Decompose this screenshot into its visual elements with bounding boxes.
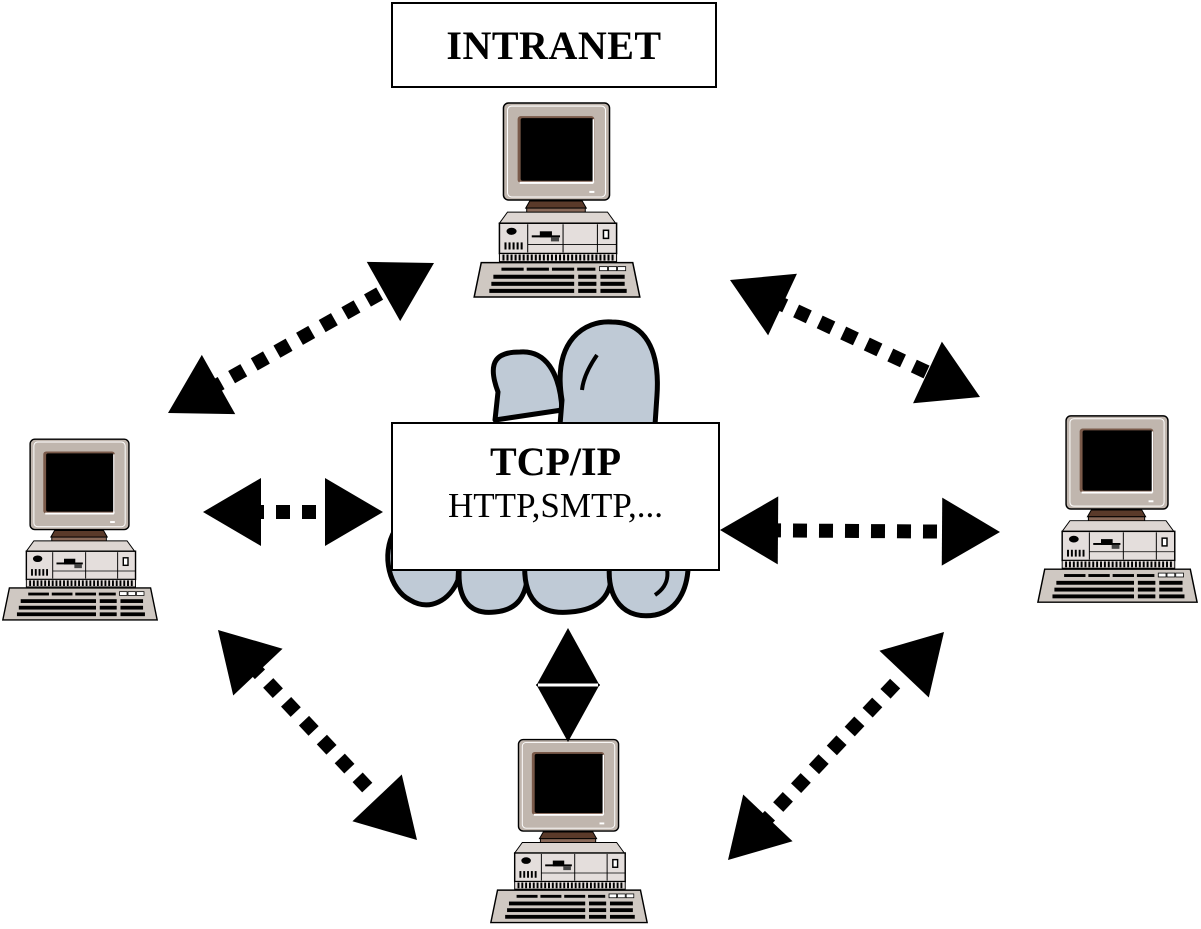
protocol-title: TCP/IP xyxy=(489,439,622,484)
connection-dot xyxy=(296,325,316,345)
connection-dot xyxy=(844,716,865,737)
arrowhead-icon xyxy=(730,273,797,336)
arrowhead-icon xyxy=(325,478,383,546)
arrowhead-icon xyxy=(728,794,793,860)
connection-dot xyxy=(755,810,776,831)
connection-dot xyxy=(250,505,264,519)
connection-dot xyxy=(250,351,270,371)
arrowhead-icon xyxy=(941,497,1000,566)
connection-dot xyxy=(273,338,293,358)
connection-dot xyxy=(298,715,319,736)
arrowhead-icon xyxy=(913,341,980,404)
connection-dot xyxy=(766,523,782,538)
connection-dot xyxy=(316,734,337,755)
connection-dot xyxy=(263,678,283,698)
connection-dot xyxy=(791,773,811,793)
arrowhead-icon xyxy=(203,478,261,546)
connection-dot xyxy=(896,524,912,539)
connection-dot xyxy=(281,697,301,717)
connection-dot xyxy=(793,304,812,324)
connection-dot xyxy=(228,364,248,384)
connection-dot xyxy=(870,524,886,539)
connection-dot xyxy=(844,523,860,538)
connection-dot xyxy=(769,293,789,313)
intranet-title-box: INTRANET xyxy=(391,2,717,88)
arrowhead-icon xyxy=(536,684,600,742)
arrowhead-icon xyxy=(352,774,417,840)
connection-dot xyxy=(341,300,361,320)
connection-dot xyxy=(318,313,338,333)
connection-dot xyxy=(863,337,883,357)
arrowhead-icon xyxy=(366,261,434,322)
connection-dot xyxy=(205,376,225,397)
arrowhead-icon xyxy=(168,354,236,415)
protocol-subtitle: HTTP,SMTP,... xyxy=(448,486,663,525)
connection-dot xyxy=(922,524,938,539)
computer-bottom-icon xyxy=(489,738,649,924)
cloud-highlight xyxy=(580,353,599,391)
connection-dot xyxy=(808,754,829,775)
connection-dot xyxy=(862,697,883,718)
connection-arrows xyxy=(168,261,1000,860)
connection-dot xyxy=(364,287,384,307)
connection-dot xyxy=(245,659,266,680)
connection-dot xyxy=(276,505,290,519)
connection-dot xyxy=(334,753,355,774)
connection-dot xyxy=(792,523,808,538)
connection-dot xyxy=(840,326,859,346)
connection-dot xyxy=(352,772,373,793)
arrowhead-icon xyxy=(218,630,283,696)
computer-left-icon xyxy=(1,438,159,621)
intranet-title: INTRANET xyxy=(446,22,662,68)
connection-dot xyxy=(773,792,793,812)
connection-dot xyxy=(818,523,834,538)
connection-dot xyxy=(887,348,906,368)
connection-dot xyxy=(826,735,847,756)
connection-dot xyxy=(880,678,901,699)
arrowhead-icon xyxy=(536,628,600,686)
computer-right-icon xyxy=(1036,414,1199,604)
connection-dot xyxy=(302,505,316,519)
arrowhead-icon xyxy=(879,632,944,698)
computer-top-icon xyxy=(473,102,641,298)
protocol-box: TCP/IP HTTP,SMTP,... xyxy=(391,422,720,571)
connection-dot xyxy=(910,359,930,379)
arrowhead-icon xyxy=(720,496,779,565)
connection-dot xyxy=(816,315,836,335)
